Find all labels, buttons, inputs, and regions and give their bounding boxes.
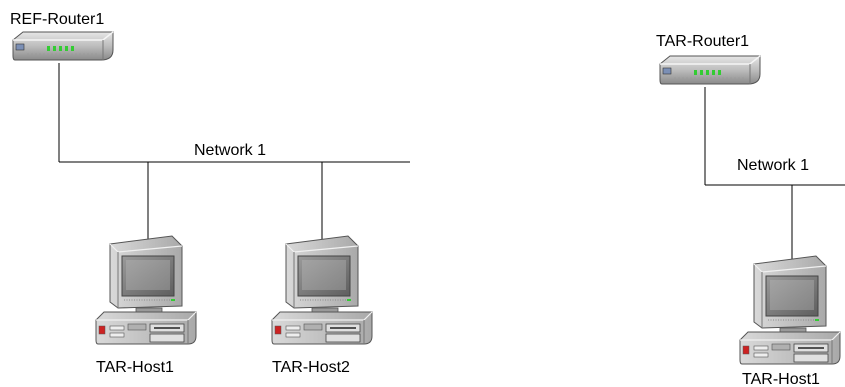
right-topology: TAR-Router1 Network 1 TAR-Host1 bbox=[656, 33, 845, 387]
workstation-icon bbox=[95, 235, 197, 345]
left-topology: REF-Router1 Network 1 TAR-Host1 TAR-Host… bbox=[10, 11, 410, 376]
left-network-label: Network 1 bbox=[194, 142, 266, 159]
left-host1-label: TAR-Host1 bbox=[96, 359, 174, 376]
right-network-label: Network 1 bbox=[737, 157, 809, 174]
workstation-icon bbox=[739, 255, 841, 365]
right-router-label: TAR-Router1 bbox=[656, 33, 749, 50]
left-host2-label: TAR-Host2 bbox=[272, 359, 350, 376]
router-icon bbox=[12, 31, 114, 61]
left-router-label: REF-Router1 bbox=[10, 11, 104, 28]
workstation-icon bbox=[271, 235, 373, 345]
router-icon bbox=[659, 55, 761, 85]
right-host1-label: TAR-Host1 bbox=[742, 371, 820, 387]
